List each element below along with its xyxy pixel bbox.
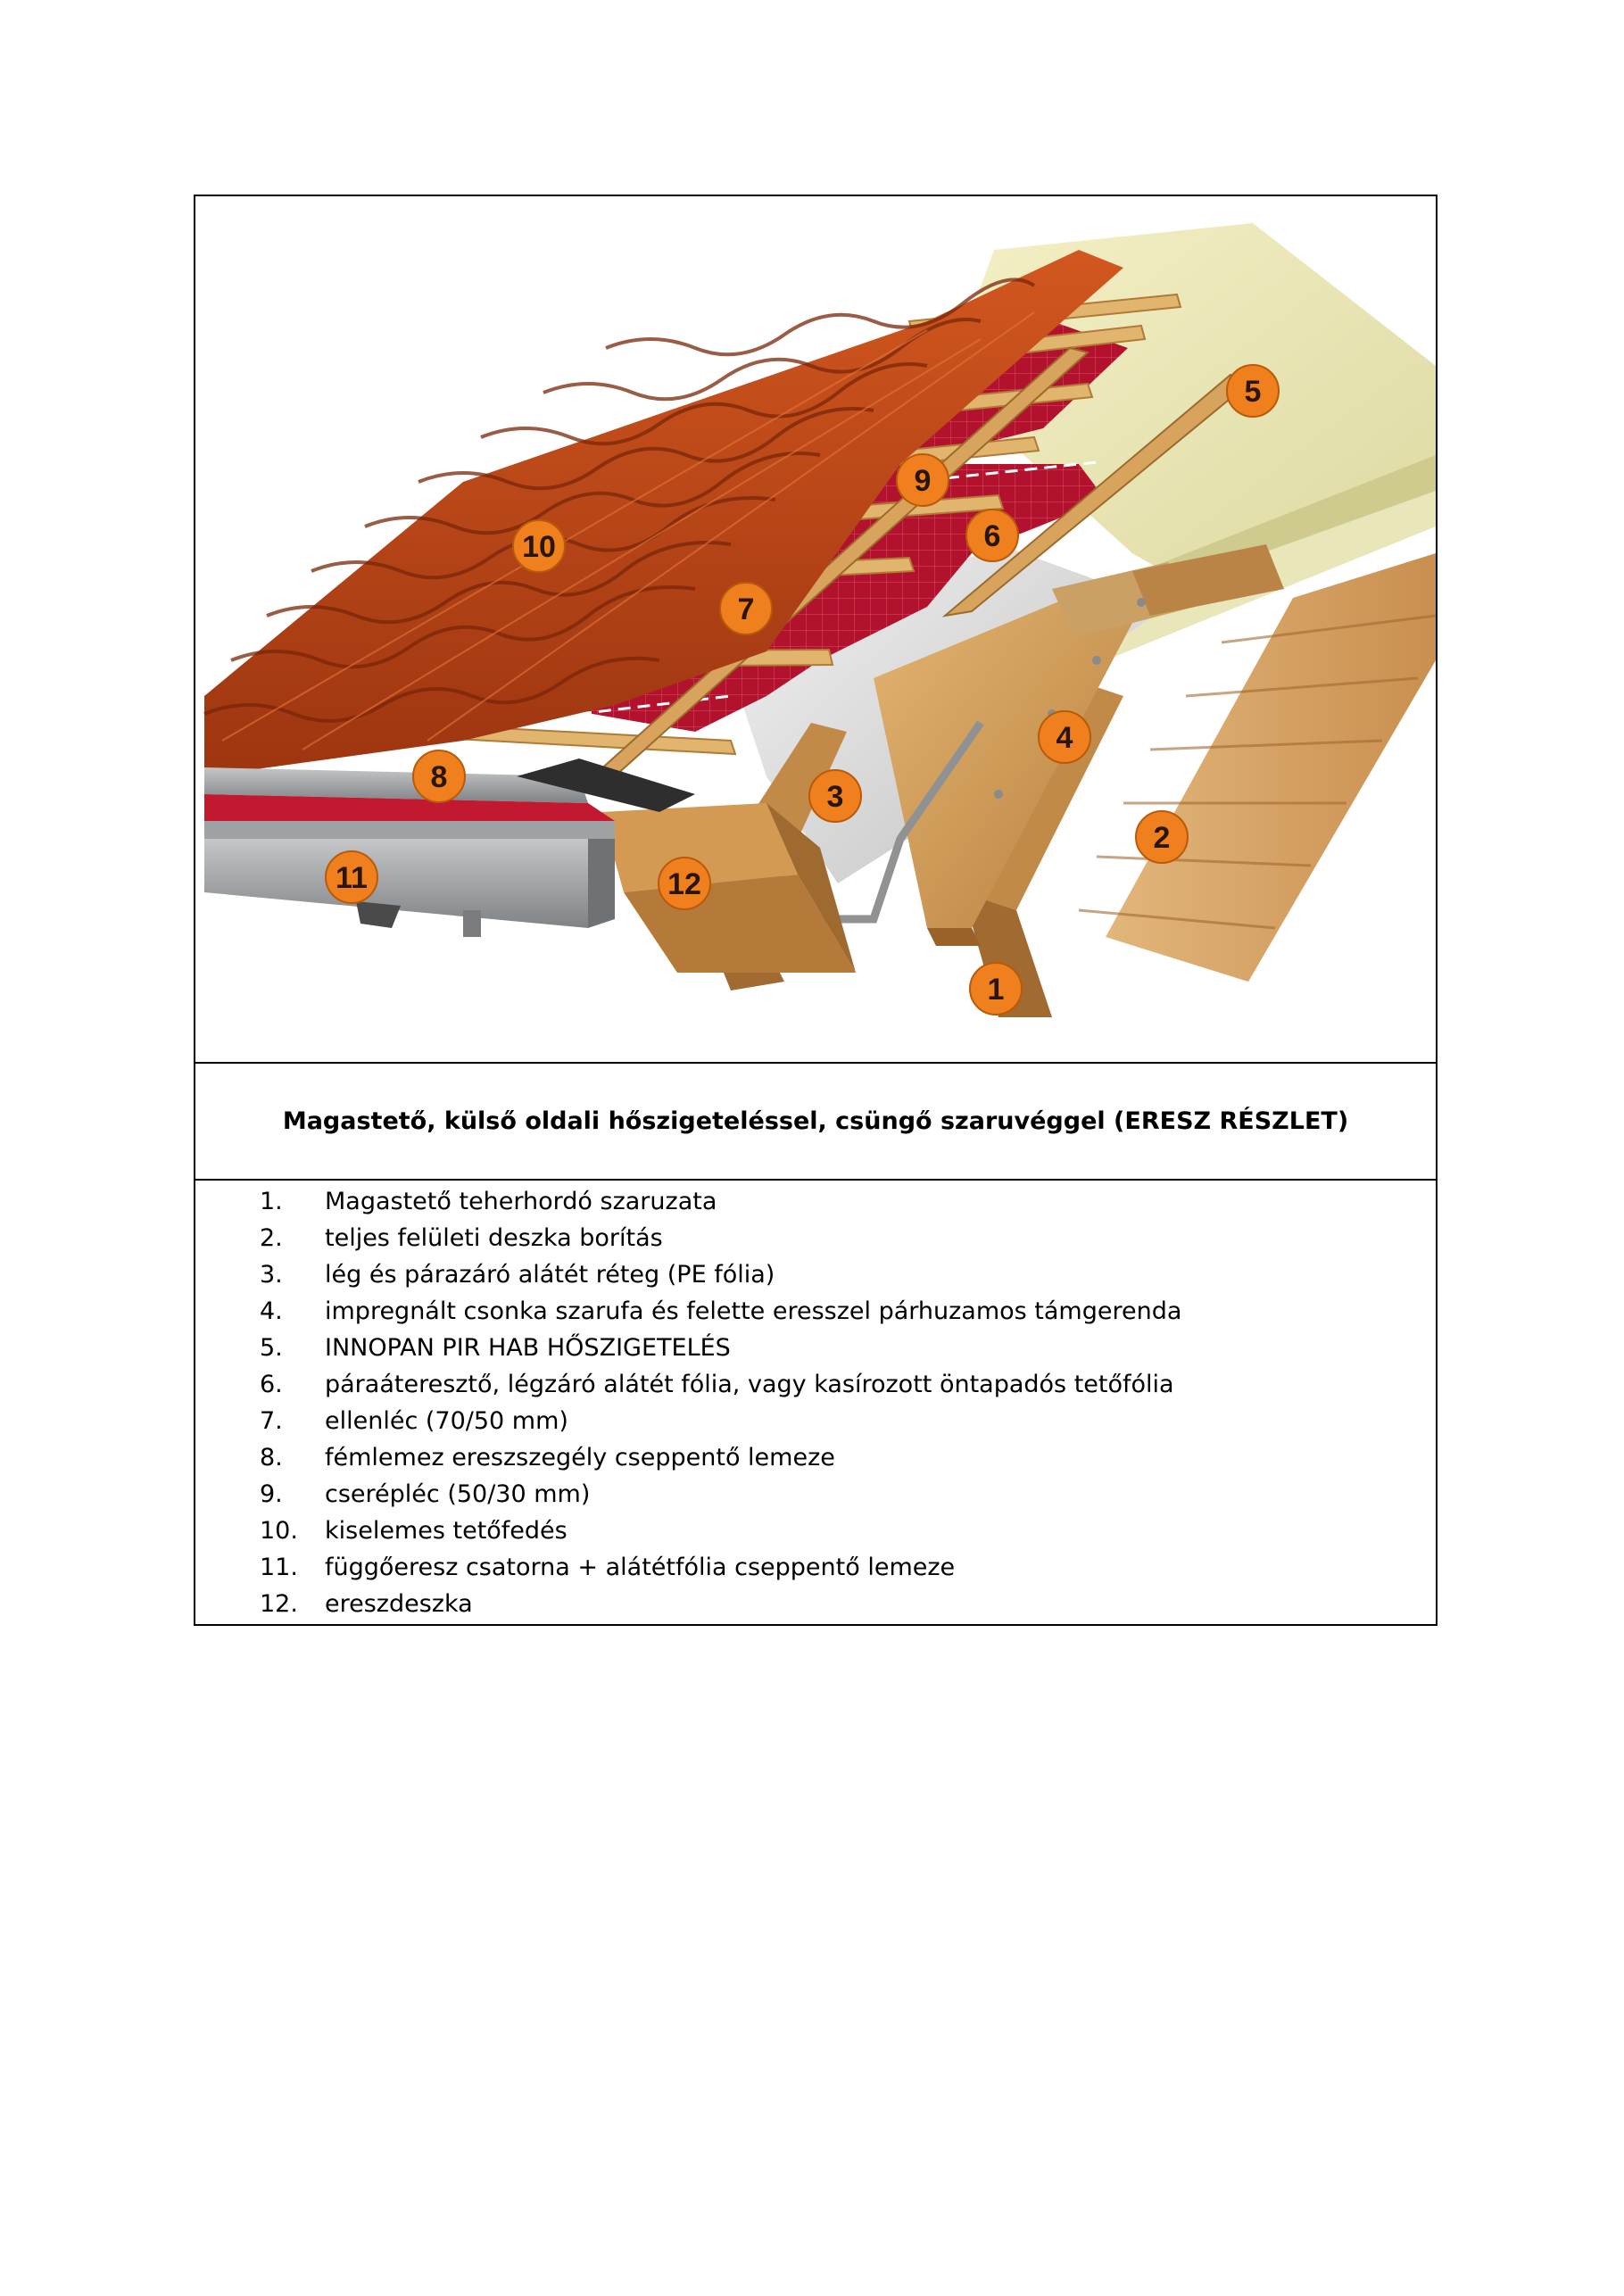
badge-3: 3 [808, 769, 862, 823]
legend-text: teljes felületi deszka borítás [325, 1224, 663, 1252]
legend-text: cserépléc (50/30 mm) [325, 1480, 591, 1508]
legend-item: 6. páraáteresztő, légzáró alátét fólia, … [195, 1371, 1436, 1407]
badge-4: 4 [1038, 710, 1091, 764]
badge-11: 11 [325, 850, 378, 904]
legend-item: 1. Magastető teherhordó szaruzata [195, 1188, 1436, 1224]
legend-number: 8. [260, 1444, 283, 1471]
legend-text: fémlemez ereszszegély cseppentő lemeze [325, 1444, 835, 1471]
svg-text:10: 10 [522, 530, 556, 564]
caption-row: Magastető, külső oldali hőszigeteléssel,… [195, 1062, 1436, 1181]
legend-number: 6. [260, 1371, 283, 1398]
roof-eave-illustration: 1 2 3 4 5 6 7 [195, 196, 1436, 1062]
badge-9: 9 [896, 453, 949, 507]
legend-number: 12. [260, 1590, 298, 1618]
legend-number: 5. [260, 1334, 283, 1362]
legend-text: páraáteresztő, légzáró alátét fólia, vag… [325, 1371, 1174, 1398]
svg-text:6: 6 [984, 519, 1001, 553]
legend-text: Magastető teherhordó szaruzata [325, 1188, 717, 1215]
legend-text: függőeresz csatorna + alátétfólia cseppe… [325, 1554, 956, 1581]
badge-12: 12 [658, 857, 711, 910]
board-sheathing [1078, 553, 1436, 982]
badge-7: 7 [719, 582, 773, 635]
legend-number: 4. [260, 1297, 283, 1325]
svg-text:11: 11 [336, 861, 368, 895]
legend-text: lég és párazáró alátét réteg (PE fólia) [325, 1261, 775, 1289]
legend-item: 2. teljes felületi deszka borítás [195, 1224, 1436, 1261]
badge-5: 5 [1226, 364, 1280, 418]
legend-item: 12. ereszdeszka [195, 1590, 1436, 1627]
legend-text: ellenléc (70/50 mm) [325, 1407, 568, 1435]
svg-text:12: 12 [667, 867, 701, 901]
legend-list: 1. Magastető teherhordó szaruzata 2. tel… [195, 1181, 1436, 1624]
svg-text:7: 7 [738, 593, 755, 626]
legend-number: 10. [260, 1517, 298, 1545]
svg-text:9: 9 [915, 464, 932, 498]
legend-number: 3. [260, 1261, 283, 1289]
badge-6: 6 [965, 509, 1019, 562]
legend-text: INNOPAN PIR HAB HŐSZIGETELÉS [325, 1334, 731, 1362]
legend-text: kiselemes tetőfedés [325, 1517, 568, 1545]
figure-title: Magastető, külső oldali hőszigeteléssel,… [282, 1107, 1349, 1135]
document-frame: 1 2 3 4 5 6 7 [194, 195, 1438, 1626]
svg-text:8: 8 [431, 760, 448, 794]
legend-number: 2. [260, 1224, 283, 1252]
legend-item: 10. kiselemes tetőfedés [195, 1517, 1436, 1554]
legend-item: 8. fémlemez ereszszegély cseppentő lemez… [195, 1444, 1436, 1480]
svg-text:1: 1 [988, 973, 1005, 1007]
legend-number: 1. [260, 1188, 283, 1215]
legend-item: 9. cserépléc (50/30 mm) [195, 1480, 1436, 1517]
svg-text:5: 5 [1245, 375, 1262, 409]
legend-item: 7. ellenléc (70/50 mm) [195, 1407, 1436, 1444]
legend-item: 11. függőeresz csatorna + alátétfólia cs… [195, 1554, 1436, 1590]
legend-item: 4. impregnált csonka szarufa és felette … [195, 1297, 1436, 1334]
legend-item: 5. INNOPAN PIR HAB HŐSZIGETELÉS [195, 1334, 1436, 1371]
badge-1: 1 [969, 962, 1023, 1015]
legend-number: 11. [260, 1554, 298, 1581]
stub-rafter-and-beam [874, 544, 1284, 946]
drip-flashing [204, 758, 695, 821]
svg-text:3: 3 [827, 780, 844, 814]
svg-text:4: 4 [1056, 721, 1073, 755]
badge-8: 8 [412, 750, 466, 803]
legend-text: impregnált csonka szarufa és felette ere… [325, 1297, 1182, 1325]
badge-10: 10 [512, 519, 566, 573]
badge-2: 2 [1135, 810, 1189, 864]
svg-text:2: 2 [1154, 821, 1171, 855]
hanging-gutter [204, 821, 615, 937]
legend-text: ereszdeszka [325, 1590, 473, 1618]
legend-item: 3. lég és párazáró alátét réteg (PE fóli… [195, 1261, 1436, 1297]
legend-number: 9. [260, 1480, 283, 1508]
legend-number: 7. [260, 1407, 283, 1435]
